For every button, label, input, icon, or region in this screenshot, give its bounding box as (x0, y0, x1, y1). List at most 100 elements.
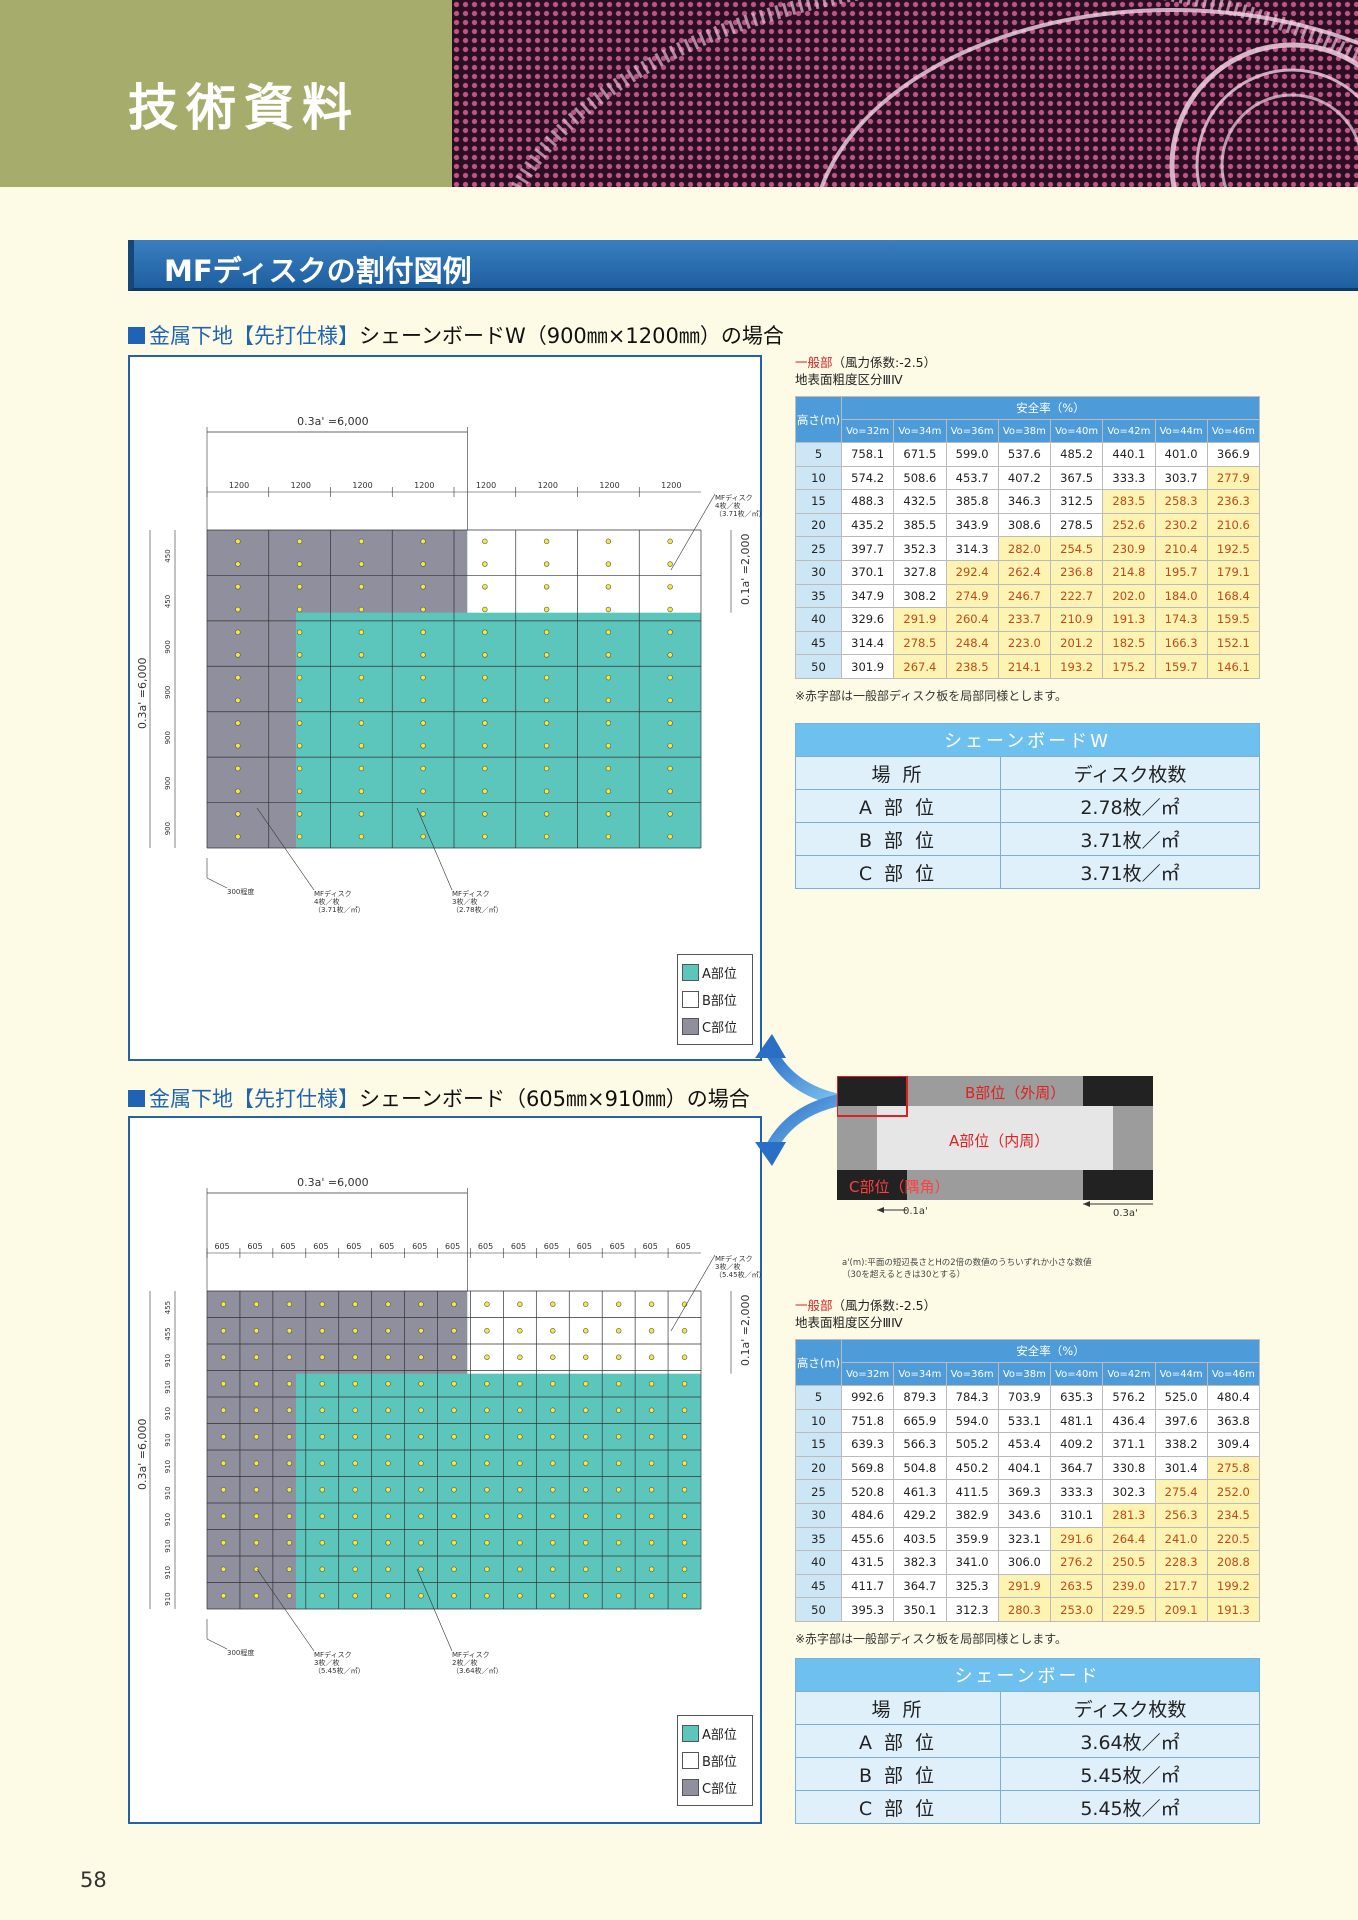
height-cell: 40 (795, 607, 842, 632)
mf-disc (286, 1354, 293, 1360)
safety-value-cell: 191.3 (1206, 1597, 1261, 1622)
mf-disc (615, 1301, 622, 1307)
leader-line (670, 1254, 716, 1332)
safety-value-cell: 347.9 (840, 583, 895, 609)
mf-disc (420, 833, 426, 840)
mf-disc (418, 1593, 424, 1599)
header-band: 技術資料 (0, 0, 452, 187)
note-wind: （風力係数:-2.5） (832, 1298, 937, 1313)
legend-label: B部位 (702, 994, 737, 1009)
case1-sub-bracket: 【先打仕様】 (233, 324, 359, 348)
mf-disc (319, 1540, 325, 1546)
mf-disc (605, 720, 612, 726)
mf-disc (550, 1407, 556, 1413)
safety-value-cell: 179.1 (1206, 559, 1261, 585)
zone-plan-graphic: B部位（外周） A部位（内周） C部位（隅角） 0.1a' 0.3a' (837, 1076, 1153, 1216)
safety-value-cell: 329.6 (840, 607, 895, 632)
count-cell: 5.45枚／㎡ (1000, 1757, 1260, 1791)
height-cell: 10 (795, 465, 842, 491)
safety-value-cell: 364.7 (893, 1573, 947, 1599)
legend-item: B部位 (682, 1747, 748, 1774)
mf-disc (358, 697, 365, 704)
dim-label-col: 605 (676, 1242, 691, 1251)
legend-item: C部位 (682, 1774, 748, 1801)
mf-disc (418, 1434, 424, 1440)
case2-sub-rest: シェーンボード（605㎜×910㎜）の場合 (359, 1087, 750, 1111)
mf-disc (286, 1487, 293, 1493)
safety-value-cell: 327.8 (893, 559, 947, 585)
safety-value-cell: 283.5 (1102, 489, 1156, 514)
mf-disc (235, 652, 241, 658)
safety-value-cell: 309.4 (1206, 1432, 1261, 1457)
mf-disc (605, 743, 612, 749)
footnote-1: ※赤字部は一般部ディスク板を局部同様とします。 (795, 689, 1068, 703)
mf-disc (451, 1354, 457, 1360)
legend-item: A部位 (682, 1720, 748, 1747)
mf-disc (550, 1460, 556, 1466)
safety-value-cell: 166.3 (1154, 630, 1208, 656)
legend-item: A部位 (682, 959, 748, 986)
safety-value-cell: 409.2 (1049, 1432, 1104, 1457)
mf-disc (253, 1513, 260, 1519)
mf-disc (253, 1487, 260, 1493)
safety-value-cell: 397.7 (840, 536, 895, 561)
mf-disc (220, 1354, 227, 1360)
safety-value-cell: 267.4 (893, 654, 947, 679)
mf-disc (667, 629, 673, 635)
mf-disc (296, 811, 303, 817)
safety-value-cell: 263.5 (1049, 1573, 1104, 1599)
col-header-count: ディスク枚数 (1000, 756, 1260, 790)
velocity-column-header: Vo=42m (1102, 1362, 1156, 1386)
safety-ratio-header: 安全率（%） (841, 396, 1260, 420)
mf-disc (550, 1328, 556, 1334)
dim-label-col: 605 (478, 1242, 493, 1251)
mf-disc (418, 1513, 424, 1519)
mf-disc (583, 1513, 589, 1519)
mf-disc (319, 1381, 325, 1387)
safety-value-cell: 403.5 (893, 1526, 947, 1552)
mf-disc (358, 765, 365, 772)
safety-value-cell: 350.1 (893, 1597, 947, 1622)
mf-disc (358, 743, 365, 749)
dim-label-col: 605 (346, 1242, 361, 1251)
mf-disc (235, 538, 241, 545)
dim-label-col: 1200 (599, 481, 619, 490)
velocity-column-header: Vo=44m (1154, 1362, 1208, 1386)
height-cell: 20 (795, 1455, 842, 1481)
height-cell: 40 (795, 1550, 842, 1575)
mf-disc (583, 1354, 589, 1360)
mf-disc (235, 765, 241, 772)
mf-disc (482, 833, 488, 840)
safety-value-cell: 407.2 (997, 465, 1052, 491)
safety-value-cell: 291.9 (893, 607, 947, 632)
mf-disc (220, 1513, 227, 1519)
mf-disc (418, 1487, 424, 1493)
mf-disc (420, 697, 426, 704)
velocity-column-header: Vo=46m (1206, 1362, 1261, 1386)
mf-disc (615, 1566, 622, 1572)
mf-disc (418, 1301, 424, 1307)
mf-disc (418, 1354, 424, 1360)
dim-label-row: 900 (164, 686, 172, 699)
dim-label-right: 0.1a' =2,000 (739, 534, 752, 605)
col-header-place: 場 所 (795, 1691, 1001, 1725)
mf-disc (385, 1381, 391, 1387)
mf-disc (420, 584, 426, 590)
callout-text: （2.78枚／㎡） (452, 905, 503, 914)
mf-disc (484, 1487, 490, 1493)
mf-disc (253, 1593, 260, 1599)
zone-c-fill (207, 530, 468, 613)
safety-value-cell: 146.1 (1206, 654, 1261, 679)
safety-value-cell: 411.5 (945, 1479, 999, 1504)
mf-disc (583, 1566, 589, 1572)
mf-disc (543, 720, 550, 726)
mf-disc (543, 561, 550, 567)
velocity-column-header: Vo=36m (945, 1362, 999, 1386)
mf-disc (286, 1513, 293, 1519)
mf-disc (418, 1381, 424, 1387)
safety-value-cell: 323.1 (997, 1526, 1052, 1552)
